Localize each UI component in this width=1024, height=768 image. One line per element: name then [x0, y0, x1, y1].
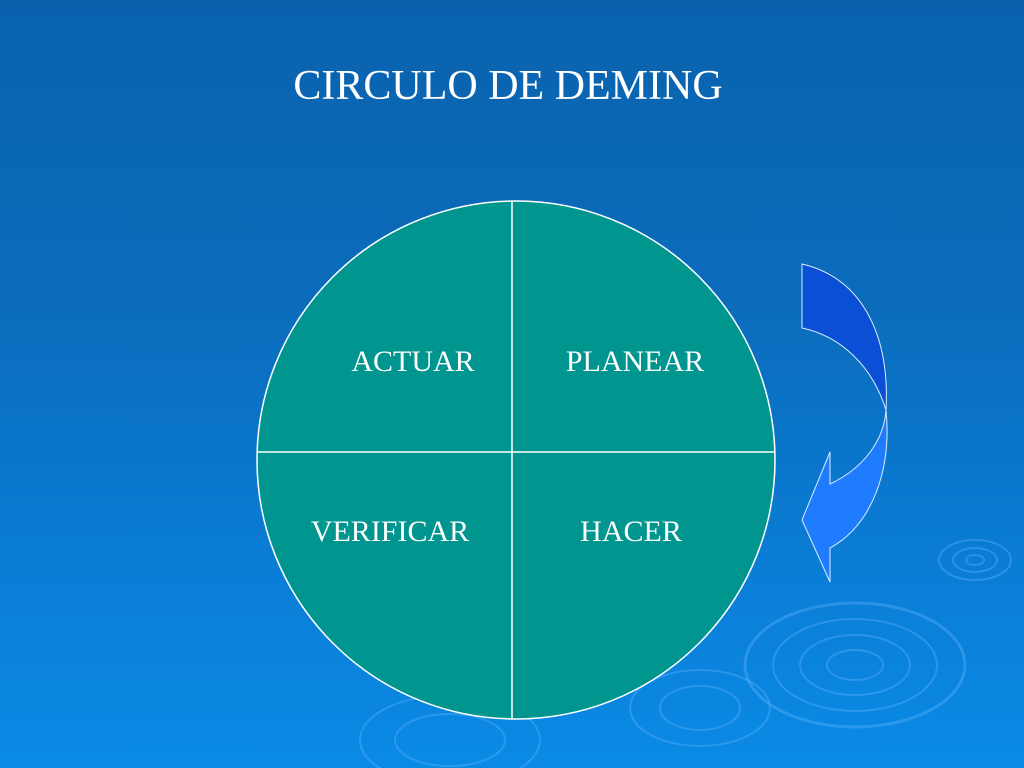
quadrant-label-verificar: VERIFICAR: [311, 515, 469, 548]
water-ripple-decoration: [359, 539, 1012, 768]
slide-title: CIRCULO DE DEMING: [293, 63, 723, 109]
quadrant-label-planear: PLANEAR: [566, 345, 704, 378]
cycle-circle: [256, 200, 776, 720]
quadrant-label-hacer: HACER: [580, 515, 682, 548]
curved-arrow-clockwise-icon: [801, 263, 888, 583]
quadrant-label-actuar: ACTUAR: [351, 345, 474, 378]
